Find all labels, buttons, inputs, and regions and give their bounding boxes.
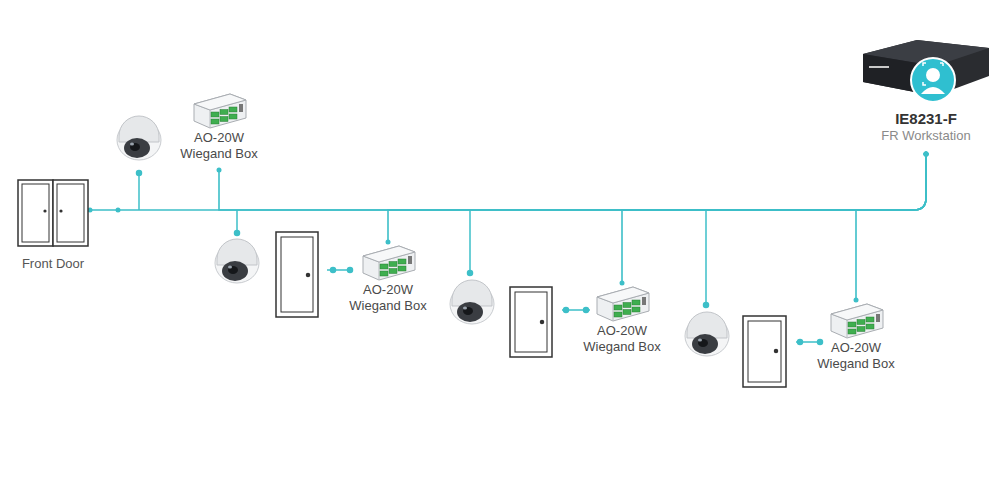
wiegand-box-icon (190, 90, 248, 130)
line-end-dot (854, 298, 859, 303)
wiegand-box: AO-20W Wiegand Box (171, 90, 267, 162)
dome-camera (215, 239, 259, 283)
node-label: AO-20W Wiegand Box (808, 340, 904, 372)
network-line (388, 154, 926, 242)
wiegand-box: AO-20W Wiegand Box (808, 300, 904, 372)
network-line (90, 154, 926, 210)
line-end-dot (386, 240, 391, 245)
node-label: AO-20W Wiegand Box (171, 130, 267, 162)
dome-camera (450, 280, 494, 324)
node-label: Front Door (22, 256, 84, 272)
network-line (219, 154, 926, 210)
line-end-dot (924, 152, 929, 157)
wiegand-box-icon (593, 283, 651, 323)
door (276, 232, 786, 387)
fr-workstation: IE8231-FFR Workstation (859, 36, 993, 144)
line-end-dot (620, 281, 625, 286)
line-end-dot (924, 152, 929, 157)
node-sublabel: FR Workstation (881, 128, 970, 144)
line-end-dot (924, 152, 929, 157)
node-label: IE8231-F (895, 110, 957, 128)
workstation-icon (859, 36, 993, 110)
node-label: AO-20W Wiegand Box (340, 282, 436, 314)
front-door: Front Door (16, 178, 90, 272)
wiegand-box: AO-20W Wiegand Box (340, 242, 436, 314)
wiegand-box-icon (359, 242, 417, 282)
dome-camera (685, 312, 729, 356)
front-door-icon (16, 178, 90, 248)
line-end-dot (924, 152, 929, 157)
dome-camera (117, 116, 161, 160)
line-end-dot (217, 168, 222, 173)
wiegand-box: AO-20W Wiegand Box (574, 283, 670, 355)
network-line (856, 154, 926, 300)
wiegand-box-icon (827, 300, 885, 340)
network-line (622, 154, 926, 283)
door-link (327, 268, 823, 345)
line-end-dot (924, 152, 929, 157)
node-label: AO-20W Wiegand Box (574, 323, 670, 355)
